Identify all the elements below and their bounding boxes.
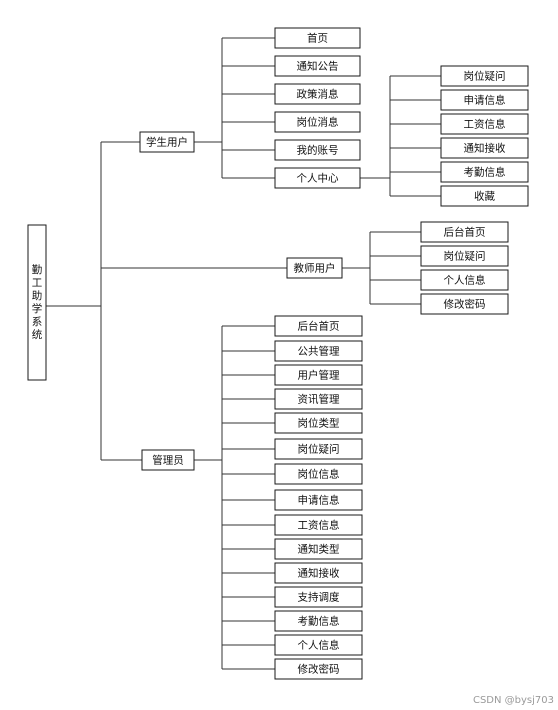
teacher-item-label: 后台首页 xyxy=(444,226,486,239)
personal-center-subitem-label: 申请信息 xyxy=(464,94,506,107)
admin-item: 个人信息 xyxy=(274,634,363,656)
student-item-label: 首页 xyxy=(307,32,328,45)
admin-item-label: 考勤信息 xyxy=(298,615,340,628)
admin-item-label: 岗位疑问 xyxy=(298,443,340,456)
personal-center-subitem-label: 通知接收 xyxy=(464,142,506,155)
branch-teacher-label: 教师用户 xyxy=(294,262,336,275)
admin-item: 岗位疑问 xyxy=(274,438,363,460)
admin-item: 用户管理 xyxy=(274,364,363,386)
student-item: 首页 xyxy=(274,27,361,49)
admin-item: 支持调度 xyxy=(274,586,363,608)
admin-item: 岗位类型 xyxy=(274,412,363,434)
branch-admin: 管理员 xyxy=(141,449,195,471)
student-item: 个人中心 xyxy=(274,167,361,189)
root-node: 勤工助学系统 xyxy=(27,224,47,381)
student-item: 政策消息 xyxy=(274,83,361,105)
admin-item: 考勤信息 xyxy=(274,610,363,632)
admin-item-label: 后台首页 xyxy=(298,320,340,333)
admin-item: 工资信息 xyxy=(274,514,363,536)
admin-item: 申请信息 xyxy=(274,489,363,511)
admin-item: 通知接收 xyxy=(274,562,363,584)
teacher-item-label: 修改密码 xyxy=(444,298,486,311)
teacher-item: 岗位疑问 xyxy=(420,245,509,267)
student-item: 我的账号 xyxy=(274,139,361,161)
watermark: CSDN @bysj703 xyxy=(472,695,554,706)
personal-center-subitem-label: 考勤信息 xyxy=(464,166,506,179)
student-item: 通知公告 xyxy=(274,55,361,77)
branch-teacher: 教师用户 xyxy=(286,257,343,279)
student-item-label: 通知公告 xyxy=(297,60,339,73)
branch-admin-label: 管理员 xyxy=(152,454,184,467)
student-item: 岗位消息 xyxy=(274,111,361,133)
teacher-item-label: 个人信息 xyxy=(444,274,486,287)
student-item-label: 岗位消息 xyxy=(297,116,339,129)
root-label: 勤工助学系统 xyxy=(32,263,43,341)
admin-item-label: 岗位信息 xyxy=(298,468,340,481)
admin-item-label: 个人信息 xyxy=(298,639,340,652)
personal-center-subitem: 考勤信息 xyxy=(440,161,529,183)
admin-item-label: 修改密码 xyxy=(298,663,340,676)
branch-student-label: 学生用户 xyxy=(146,136,188,149)
admin-item: 后台首页 xyxy=(274,315,363,337)
teacher-item: 修改密码 xyxy=(420,293,509,315)
admin-item: 岗位信息 xyxy=(274,463,363,485)
teacher-item: 后台首页 xyxy=(420,221,509,243)
admin-item-label: 岗位类型 xyxy=(298,417,340,430)
personal-center-subitem: 申请信息 xyxy=(440,89,529,111)
connector-lines xyxy=(46,37,441,670)
admin-item-label: 通知接收 xyxy=(298,567,340,580)
personal-center-subitem: 工资信息 xyxy=(440,113,529,135)
personal-center-subitem: 收藏 xyxy=(440,185,529,207)
personal-center-subitem: 通知接收 xyxy=(440,137,529,159)
personal-center-subitem: 岗位疑问 xyxy=(440,65,529,87)
admin-item: 资讯管理 xyxy=(274,388,363,410)
node-layer: 学生用户首页通知公告政策消息岗位消息我的账号个人中心岗位疑问申请信息工资信息通知… xyxy=(139,27,529,680)
student-item-label: 个人中心 xyxy=(297,172,339,185)
student-item-label: 政策消息 xyxy=(297,88,339,101)
admin-item: 通知类型 xyxy=(274,538,363,560)
admin-item-label: 申请信息 xyxy=(298,494,340,507)
student-item-label: 我的账号 xyxy=(297,144,339,157)
admin-item-label: 工资信息 xyxy=(298,519,340,532)
admin-item-label: 通知类型 xyxy=(298,543,340,556)
admin-item-label: 用户管理 xyxy=(298,369,340,382)
admin-item-label: 资讯管理 xyxy=(298,393,340,406)
admin-item: 修改密码 xyxy=(274,658,363,680)
teacher-item-label: 岗位疑问 xyxy=(444,250,486,263)
branch-student: 学生用户 xyxy=(139,131,195,153)
personal-center-subitem-label: 工资信息 xyxy=(464,118,506,131)
admin-item-label: 支持调度 xyxy=(298,591,340,604)
personal-center-subitem-label: 收藏 xyxy=(474,190,495,203)
admin-item-label: 公共管理 xyxy=(298,345,340,358)
teacher-item: 个人信息 xyxy=(420,269,509,291)
personal-center-subitem-label: 岗位疑问 xyxy=(464,70,506,83)
admin-item: 公共管理 xyxy=(274,340,363,362)
